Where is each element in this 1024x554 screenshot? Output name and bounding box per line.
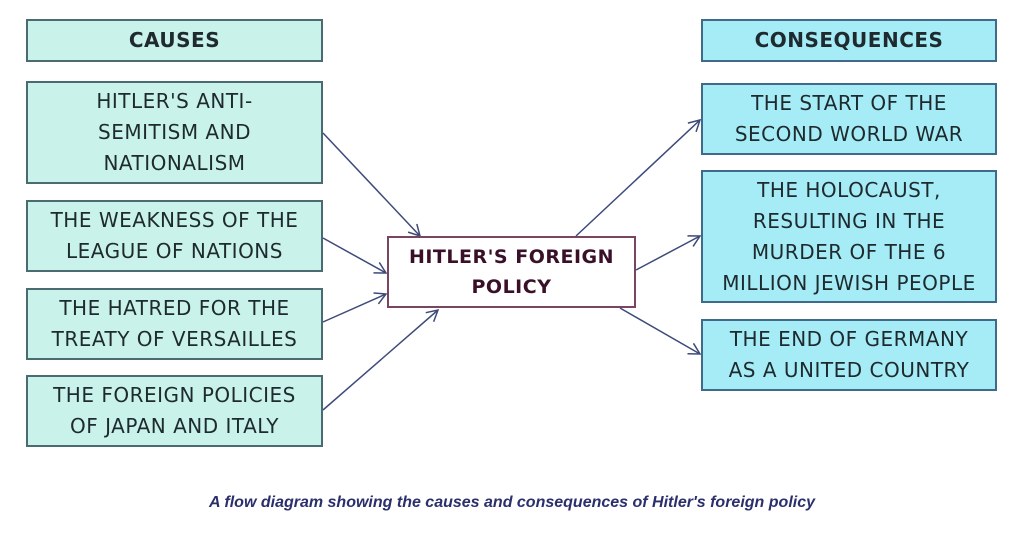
arrow-cause-3: [322, 292, 388, 323]
consequences-header: CONSEQUENCES: [701, 19, 997, 62]
cause-label: THE WEAKNESS OF THE LEAGUE OF NATIONS: [50, 208, 299, 263]
causes-header-label: CAUSES: [128, 28, 221, 52]
consequence-label: THE HOLOCAUST, RESULTING IN THE MURDER O…: [722, 177, 976, 295]
figure-caption: A flow diagram showing the causes and co…: [209, 494, 815, 511]
cause-label: THE FOREIGN POLICIES OF JAPAN AND ITALY: [53, 383, 296, 438]
arrow-cause-1: [322, 132, 422, 238]
cause-label: HITLER'S ANTI- SEMITISM AND NATIONALISM: [96, 89, 253, 175]
consequence-box-3: THE END OF GERMANY AS A UNITED COUNTRY: [701, 319, 997, 391]
cause-box-2: THE WEAKNESS OF THE LEAGUE OF NATIONS: [26, 200, 323, 272]
consequences-header-label: CONSEQUENCES: [754, 28, 944, 52]
consequence-label: THE START OF THE SECOND WORLD WAR: [734, 91, 964, 146]
cause-box-4: THE FOREIGN POLICIES OF JAPAN AND ITALY: [26, 375, 323, 447]
consequence-box-1: THE START OF THE SECOND WORLD WAR: [701, 83, 997, 155]
cause-box-3: THE HATRED FOR THE TREATY OF VERSAILLES: [26, 288, 323, 360]
arrow-cause-4: [322, 308, 440, 411]
center-node-label: HITLER'S FOREIGN POLICY: [408, 246, 615, 298]
center-node: HITLER'S FOREIGN POLICY: [387, 236, 636, 308]
cause-box-1: HITLER'S ANTI- SEMITISM AND NATIONALISM: [26, 81, 323, 184]
consequence-label: THE END OF GERMANY AS A UNITED COUNTRY: [728, 327, 970, 382]
consequence-box-2: THE HOLOCAUST, RESULTING IN THE MURDER O…: [701, 170, 997, 303]
cause-label: THE HATRED FOR THE TREATY OF VERSAILLES: [51, 296, 298, 351]
arrow-consequence-1: [575, 118, 702, 237]
arrow-consequence-3: [619, 307, 702, 355]
causes-header: CAUSES: [26, 19, 323, 62]
arrow-cause-2: [322, 237, 388, 274]
arrow-consequence-2: [635, 235, 702, 271]
